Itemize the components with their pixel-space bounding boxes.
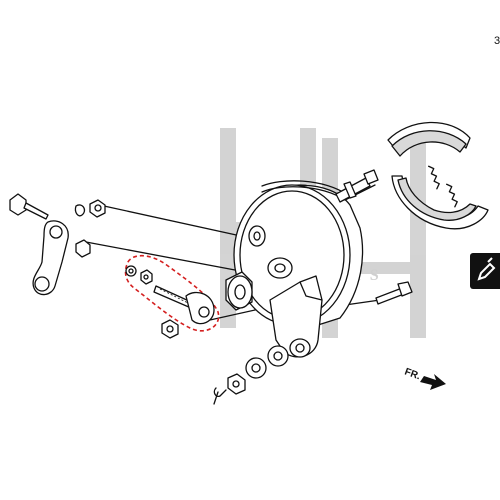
brake-arm — [32, 220, 69, 296]
front-direction-arrow: FR. — [403, 366, 446, 390]
highlight-outline — [124, 254, 220, 332]
edit-icon — [477, 257, 496, 281]
bolt-left — [9, 193, 49, 220]
svg-text:FR.: FR. — [403, 366, 422, 382]
axle-bolt — [375, 281, 413, 305]
side-tab[interactable] — [470, 253, 500, 289]
brake-drum — [233, 180, 364, 326]
brake-shoes — [387, 121, 489, 230]
page-marker: 3 — [494, 35, 500, 47]
small-hardware-top — [74, 199, 106, 258]
highlighted-parts-group — [124, 254, 220, 339]
cam-shaft — [335, 169, 379, 203]
support-arm — [269, 275, 323, 358]
lower-hardware — [213, 345, 289, 405]
spacer-collar — [225, 271, 253, 311]
